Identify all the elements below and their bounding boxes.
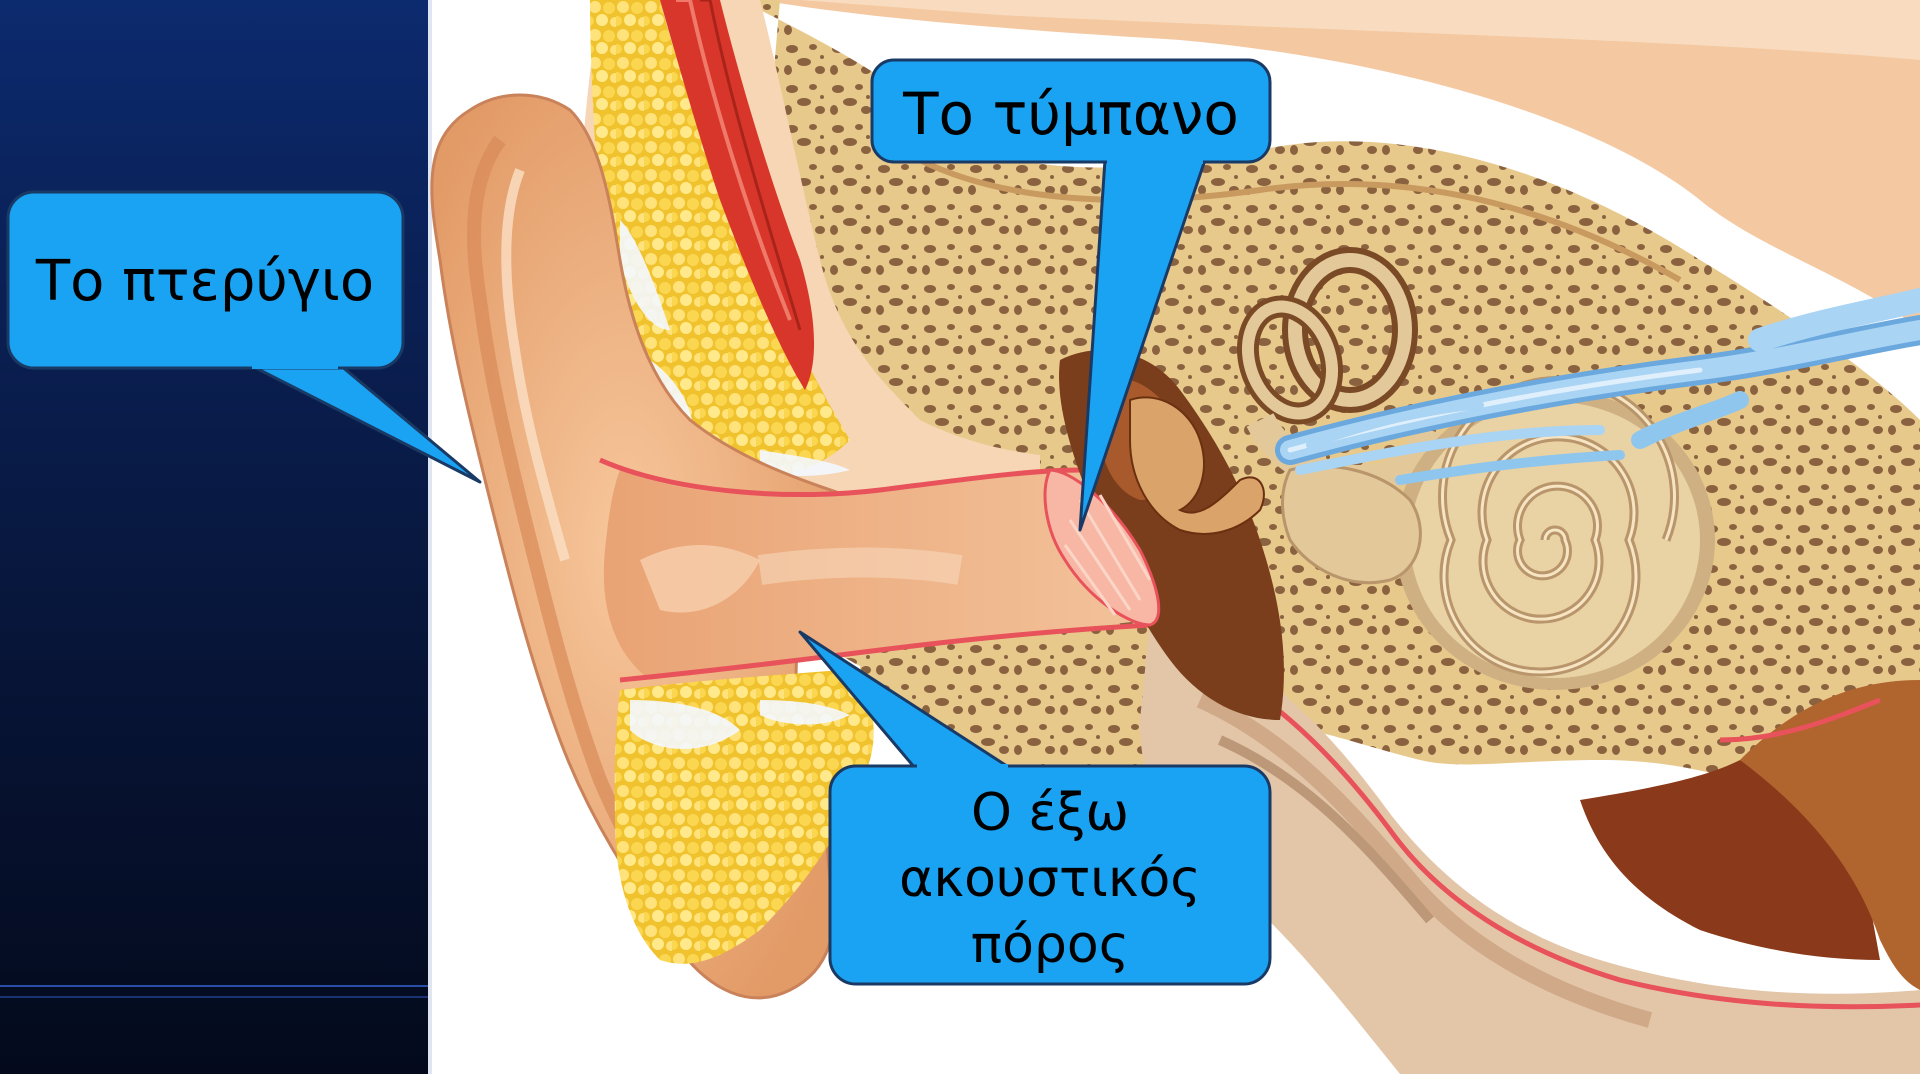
label-canal-line-3: πόρος xyxy=(971,915,1129,975)
label-pinna: Το πτερύγιο xyxy=(35,249,374,314)
callout-pinna-tail xyxy=(250,365,480,482)
label-canal-line-2: ακουστικός xyxy=(899,849,1201,909)
callout-pinna: Το πτερύγιο xyxy=(8,192,480,482)
label-eardrum: Το τύμπανο xyxy=(902,80,1239,148)
label-canal-line-1: Ο έξω xyxy=(971,783,1129,843)
